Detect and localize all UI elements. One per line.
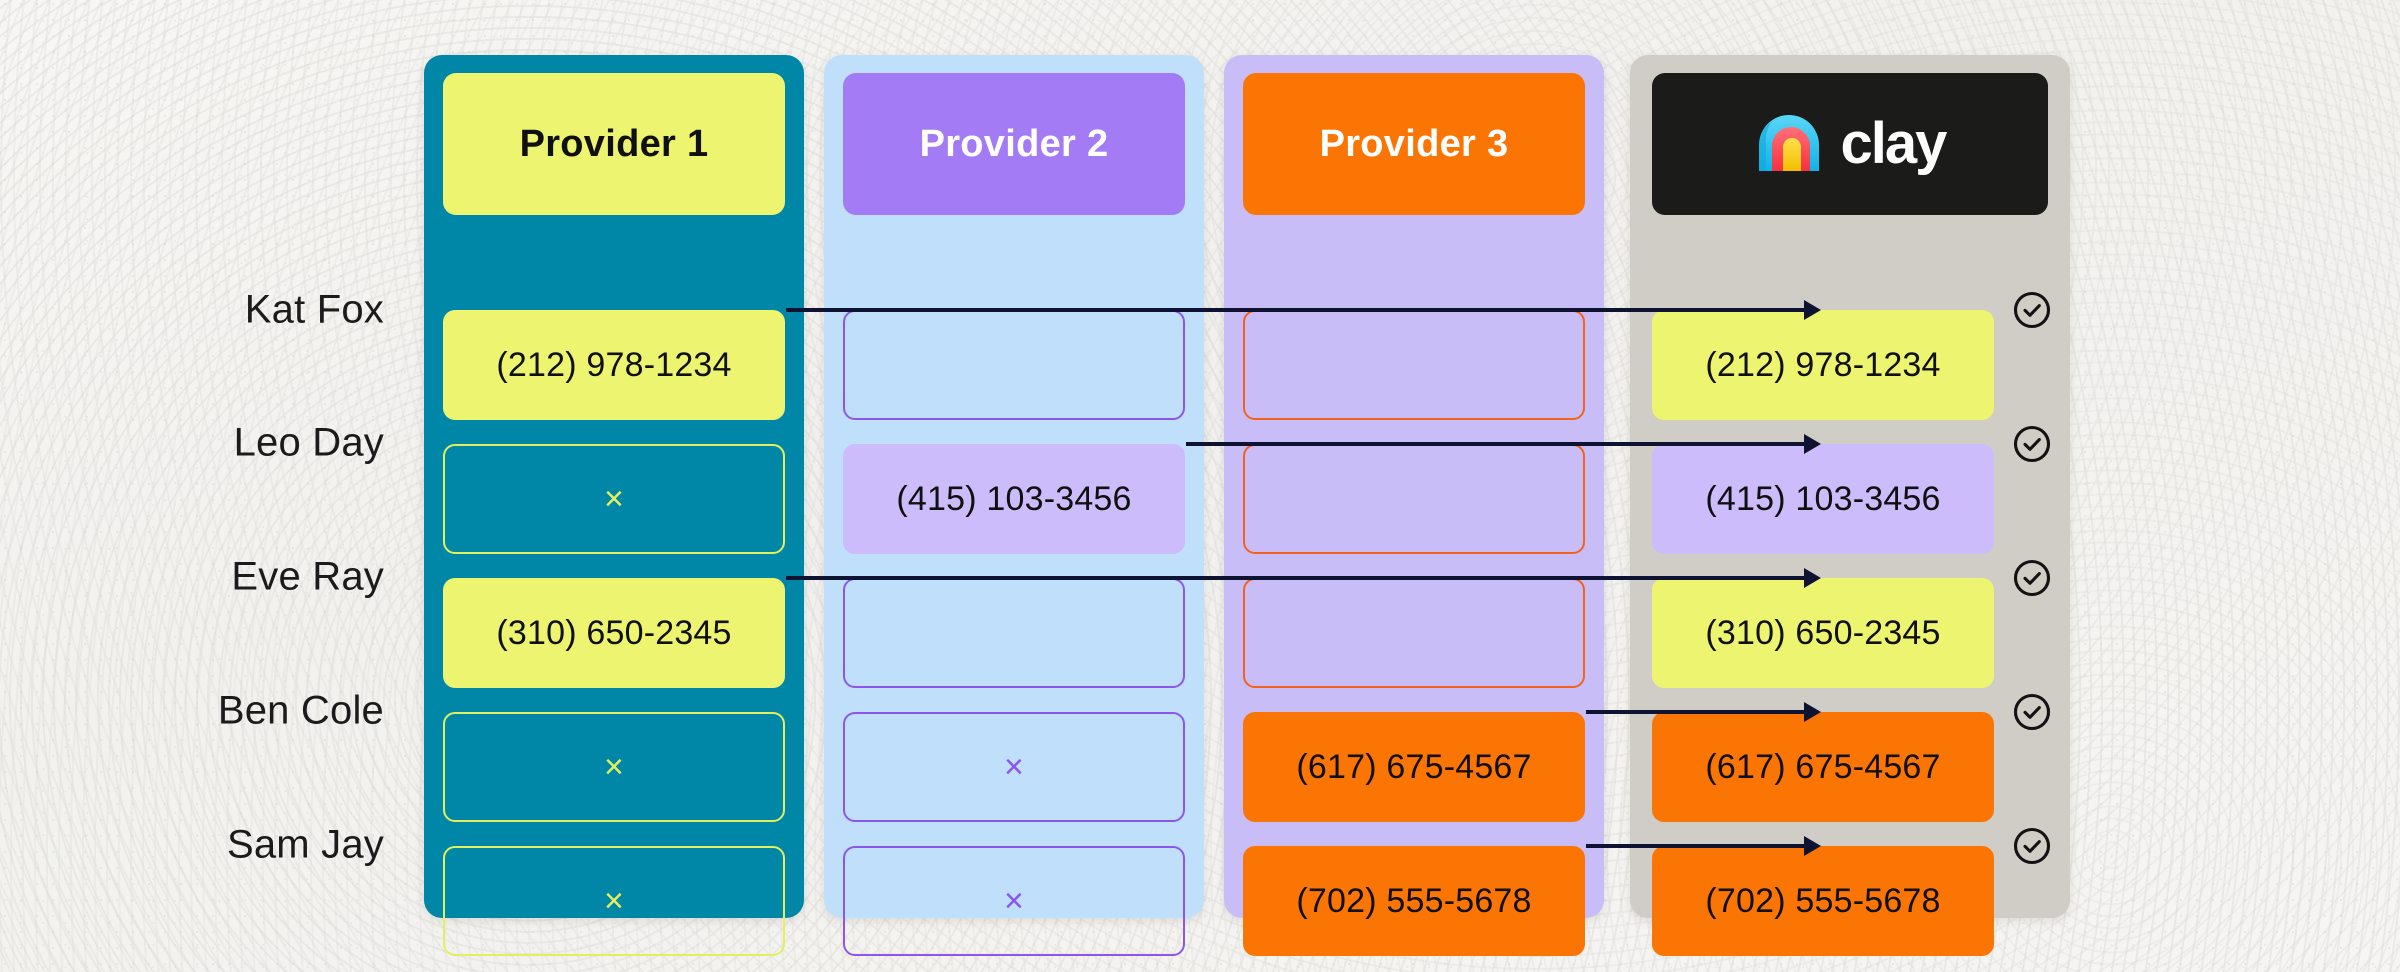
cell-provider2-row0[interactable] <box>843 310 1185 420</box>
column-header-provider3: Provider 3 <box>1243 73 1585 215</box>
cell-provider1-row4[interactable]: × <box>443 846 785 956</box>
cell-clay-row2[interactable]: (310) 650-2345 <box>1652 578 1994 688</box>
column-header-clay: clay <box>1652 73 2048 215</box>
cell-provider3-row3[interactable]: (617) 675-4567 <box>1243 712 1585 822</box>
circle-check-icon-row3 <box>2013 693 2051 731</box>
circle-check-icon-row4 <box>2013 827 2051 865</box>
missing-value-x-icon: × <box>1003 882 1025 920</box>
row-labels-column: Kat Fox Leo Day Eve Ray Ben Cole Sam Jay <box>0 0 400 972</box>
circle-check-icon-row2 <box>2013 559 2051 597</box>
column-provider3[interactable]: Provider 3 (617) 675-4567 (702) 555-5678 <box>1224 55 1604 956</box>
column-provider1[interactable]: Provider 1 (212) 978-1234 × (310) 650-23… <box>424 55 804 956</box>
cell-provider2-row1[interactable]: (415) 103-3456 <box>843 444 1185 554</box>
arrow-row1-provider2-to-clay <box>1186 442 1818 446</box>
cell-provider2-row3[interactable]: × <box>843 712 1185 822</box>
arrow-row2-provider1-to-clay <box>786 576 1818 580</box>
cell-provider2-row2[interactable] <box>843 578 1185 688</box>
cell-clay-row1[interactable]: (415) 103-3456 <box>1652 444 1994 554</box>
missing-value-x-icon: × <box>1003 748 1025 786</box>
missing-value-x-icon: × <box>603 480 625 518</box>
row-label-3: Ben Cole <box>217 688 384 733</box>
row-label-2: Eve Ray <box>231 554 384 599</box>
clay-logo: clay <box>1755 111 1948 176</box>
row-label-4: Sam Jay <box>226 822 384 867</box>
cell-provider1-row3[interactable]: × <box>443 712 785 822</box>
missing-value-x-icon: × <box>603 748 625 786</box>
cell-provider3-row0[interactable] <box>1243 310 1585 420</box>
arrow-row0-provider1-to-clay <box>786 308 1818 312</box>
row-label-1: Leo Day <box>233 420 384 465</box>
circle-check-icon-row0 <box>2013 291 2051 329</box>
cell-clay-row0[interactable]: (212) 978-1234 <box>1652 310 1994 420</box>
column-clay[interactable]: clay (212) 978-1234 (415) 103-3456 (310)… <box>1630 55 2070 956</box>
cell-provider1-row0[interactable]: (212) 978-1234 <box>443 310 785 420</box>
missing-value-x-icon: × <box>603 882 625 920</box>
cell-clay-row3[interactable]: (617) 675-4567 <box>1652 712 1994 822</box>
arrow-row4-provider3-to-clay <box>1586 844 1818 848</box>
column-header-provider2: Provider 2 <box>843 73 1185 215</box>
column-header-provider1: Provider 1 <box>443 73 785 215</box>
cell-provider1-row1[interactable]: × <box>443 444 785 554</box>
cell-clay-row4[interactable]: (702) 555-5678 <box>1652 846 1994 956</box>
arrow-row3-provider3-to-clay <box>1586 710 1818 714</box>
cell-provider1-row2[interactable]: (310) 650-2345 <box>443 578 785 688</box>
cell-provider3-row1[interactable] <box>1243 444 1585 554</box>
cell-provider3-row2[interactable] <box>1243 578 1585 688</box>
clay-arch-icon <box>1758 115 1819 171</box>
cell-provider3-row4[interactable]: (702) 555-5678 <box>1243 846 1585 956</box>
row-label-0: Kat Fox <box>244 287 384 332</box>
circle-check-icon-row1 <box>2013 425 2051 463</box>
column-provider2[interactable]: Provider 2 (415) 103-3456 × × <box>824 55 1204 956</box>
clay-wordmark: clay <box>1840 111 1948 176</box>
cell-provider2-row4[interactable]: × <box>843 846 1185 956</box>
